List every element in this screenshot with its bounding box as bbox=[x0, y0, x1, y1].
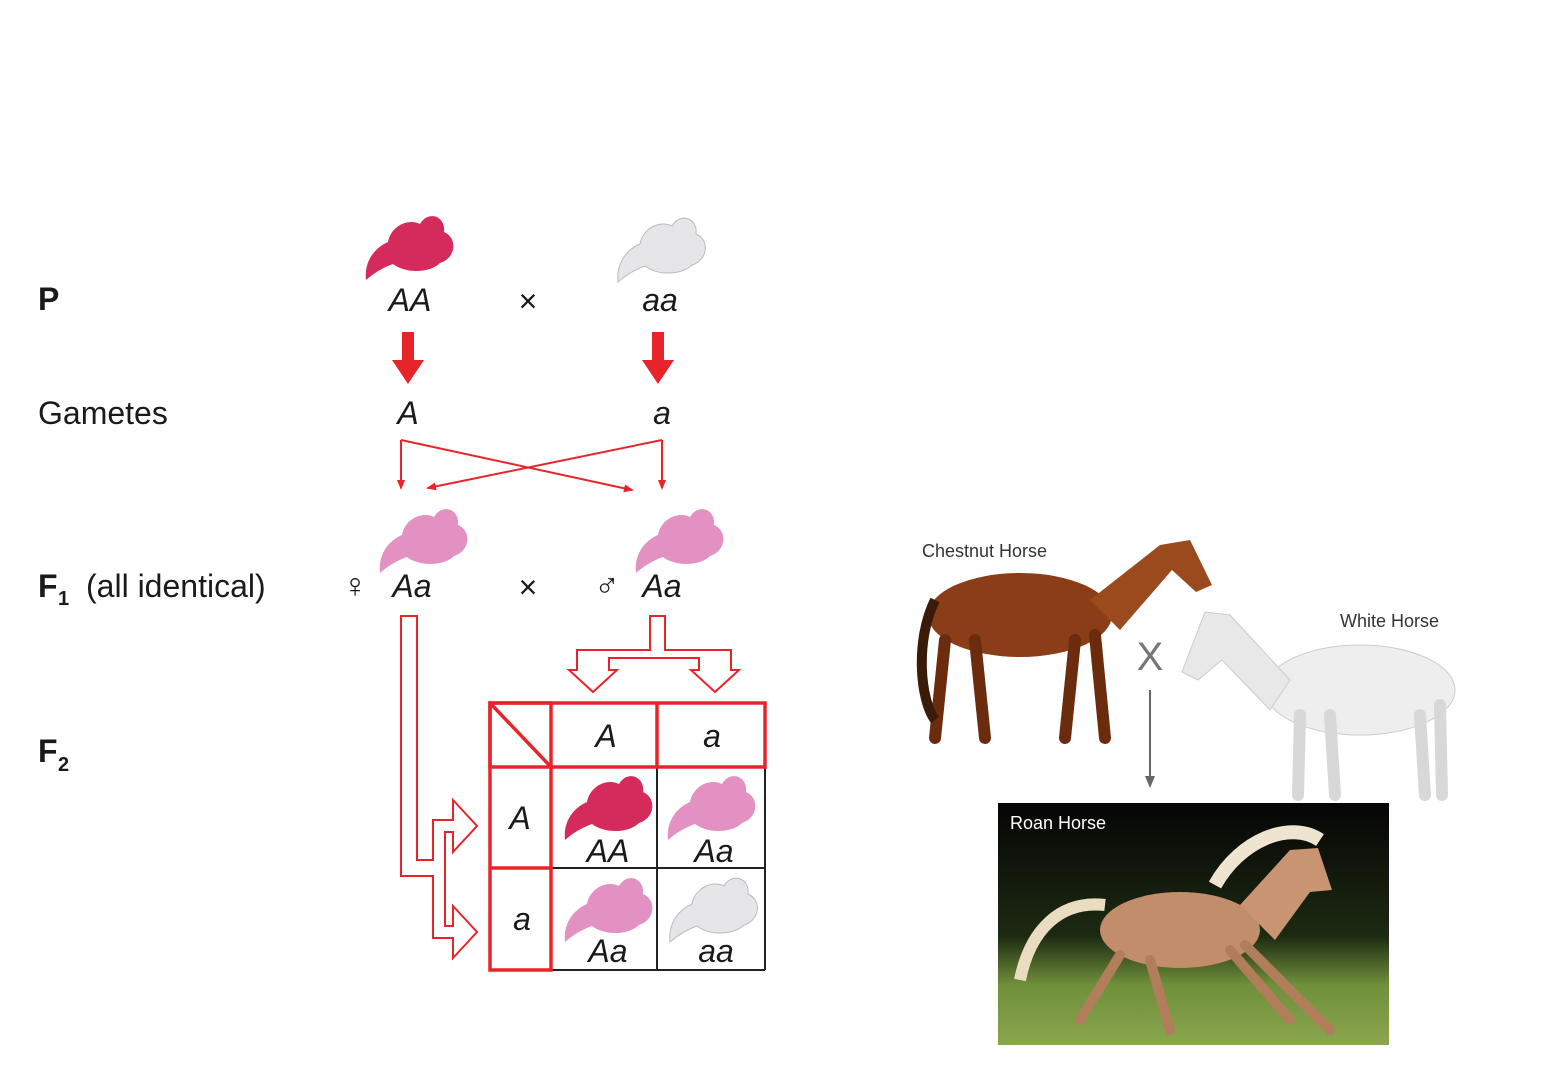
roan-horse-label: Roan Horse bbox=[1010, 813, 1106, 833]
flower-icon-red bbox=[564, 776, 653, 840]
punnett-cell: aa bbox=[698, 933, 734, 969]
gamete-cross-arrows bbox=[397, 439, 666, 493]
chestnut-horse-image bbox=[916, 540, 1212, 744]
gamete-right: a bbox=[653, 395, 671, 431]
punnett-row-header: a bbox=[513, 901, 531, 937]
gamete-left: A bbox=[395, 395, 418, 431]
parent-genotype-right: aa bbox=[642, 282, 678, 318]
female-symbol-icon: ♀ bbox=[342, 567, 368, 605]
hollow-arrows bbox=[400, 615, 742, 961]
punnett-cell: AA bbox=[585, 833, 630, 869]
white-horse-image bbox=[1181, 611, 1456, 801]
f1-letter: F bbox=[38, 568, 58, 604]
punnett-cell: Aa bbox=[692, 833, 733, 869]
male-symbol-icon: ♂ bbox=[594, 567, 620, 605]
arrow-down-icon bbox=[642, 332, 674, 384]
chestnut-horse-label: Chestnut Horse bbox=[922, 541, 1047, 561]
f1-genotype-right: Aa bbox=[640, 568, 681, 604]
roan-horse-photo bbox=[998, 803, 1389, 1045]
arrow-down-icon bbox=[392, 332, 424, 384]
parent-genotype-left: AA bbox=[387, 282, 432, 318]
row-label-f1: F 1 (all identical) bbox=[38, 568, 266, 610]
split-arrow-left-parent bbox=[400, 615, 479, 961]
row-label-f2: F 2 bbox=[38, 733, 69, 776]
cross-symbol-f1: × bbox=[519, 569, 538, 605]
punnett-col-header: A bbox=[593, 718, 616, 754]
f1-note: (all identical) bbox=[86, 568, 266, 604]
split-arrow-right-parent bbox=[566, 615, 742, 694]
flower-icon-red bbox=[365, 216, 454, 280]
f2-subscript: 2 bbox=[58, 754, 69, 776]
row-label-gametes: Gametes bbox=[38, 395, 168, 431]
flower-icon-white bbox=[617, 217, 706, 283]
cross-symbol-p: × bbox=[519, 283, 538, 319]
f2-letter: F bbox=[38, 733, 58, 769]
horse-cross-symbol: X bbox=[1137, 635, 1164, 679]
f1-genotype-left: Aa bbox=[390, 568, 431, 604]
row-label-p: P bbox=[38, 281, 59, 317]
punnett-row-header: A bbox=[507, 800, 530, 836]
white-horse-label: White Horse bbox=[1340, 611, 1439, 631]
punnett-cell: Aa bbox=[586, 933, 627, 969]
horse-cross-illustration: Chestnut Horse White Horse X Roan Horse bbox=[916, 540, 1456, 1045]
punnett-square: A a A a AA Aa Aa aa bbox=[488, 701, 767, 972]
flower-icon-pink bbox=[635, 509, 724, 573]
flower-icon-pink bbox=[379, 509, 468, 573]
f1-subscript: 1 bbox=[58, 588, 69, 610]
flower-icon-pink bbox=[667, 776, 756, 840]
punnett-col-header: a bbox=[703, 718, 721, 754]
